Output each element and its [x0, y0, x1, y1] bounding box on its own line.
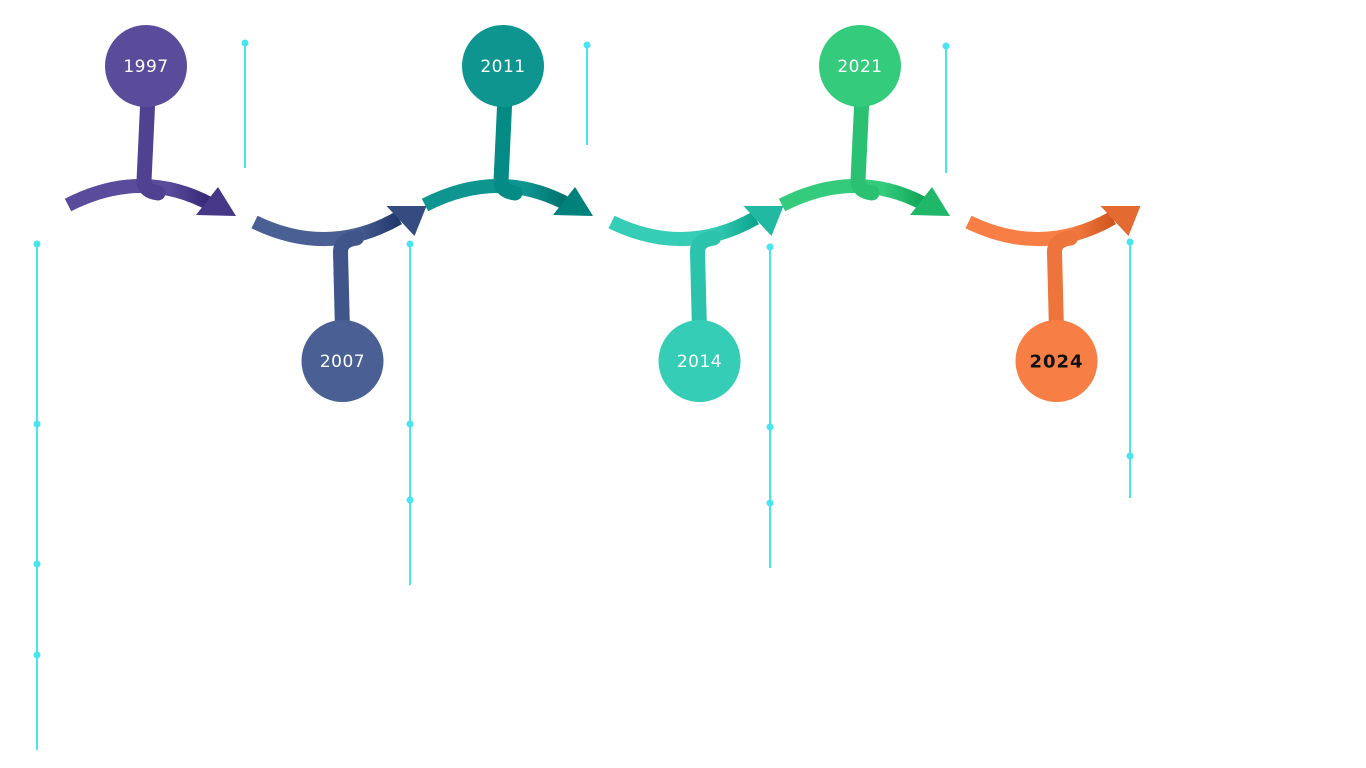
connector-2007-bottom [406, 240, 414, 585]
connector-lines [33, 39, 1134, 750]
connector-2014-bottom [766, 243, 774, 568]
year-label: 2011 [480, 57, 525, 77]
year-label: 2014 [677, 352, 722, 372]
arrow-head [910, 187, 950, 216]
stem [690, 230, 721, 339]
milestone-2024: 2024 [965, 206, 1141, 402]
year-circle [301, 320, 384, 402]
arrow-head [743, 206, 784, 236]
arrow-band [608, 211, 759, 247]
arrow-band [965, 211, 1116, 247]
arrow-head [196, 187, 236, 216]
year-label: 2024 [1029, 352, 1083, 373]
arrow-head [386, 206, 427, 236]
stem [493, 88, 523, 201]
year-label: 2007 [320, 352, 365, 372]
stem [1047, 230, 1078, 339]
milestone-2014: 2014 [608, 206, 784, 402]
milestone-2011: 2011 [421, 25, 593, 216]
year-circle [462, 25, 544, 107]
milestone-2021: 2021 [778, 25, 950, 216]
milestones: 1997 2007 2011 2014 2021 2024 [64, 25, 1141, 402]
connector-2011-top [583, 41, 591, 145]
milestone-1997: 1997 [64, 25, 236, 216]
year-circle [819, 25, 901, 107]
stem [333, 230, 364, 339]
connector-1997-top [241, 39, 249, 168]
connector-left [33, 240, 41, 750]
arrow-band [251, 211, 402, 247]
year-circle [1015, 320, 1098, 402]
connector-2021-top [942, 42, 950, 173]
arrow-head [1100, 206, 1141, 236]
stem [850, 88, 880, 201]
year-label: 1997 [123, 57, 168, 77]
connector-2024-bottom [1126, 238, 1134, 498]
milestone-2007: 2007 [251, 206, 427, 402]
year-label: 2021 [837, 57, 882, 77]
year-circle [105, 25, 187, 107]
arrow-head [553, 187, 593, 216]
year-circle [658, 320, 741, 402]
stem [136, 88, 166, 201]
